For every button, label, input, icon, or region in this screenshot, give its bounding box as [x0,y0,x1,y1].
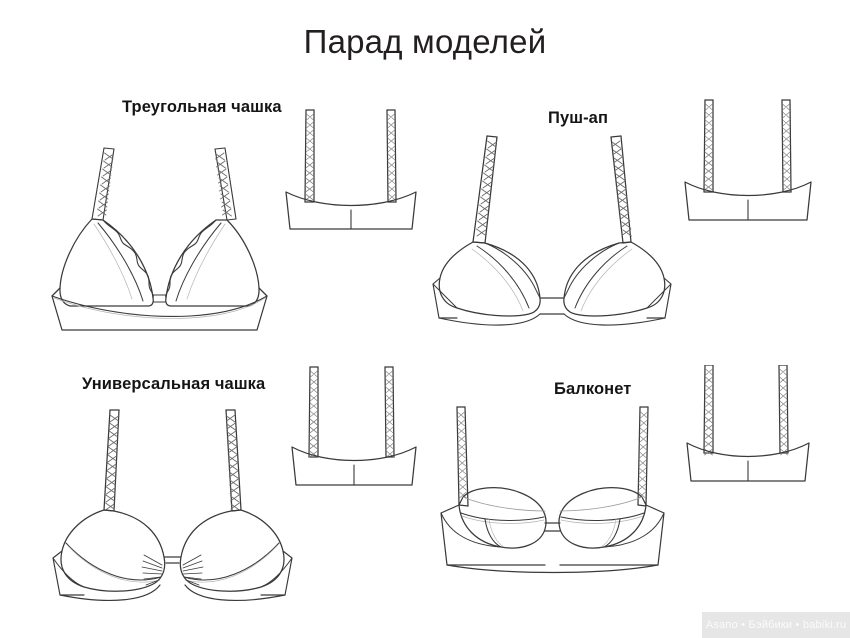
strap-right-triangle [214,147,237,221]
illustration-triangle-cup [51,109,417,331]
model-label-triangle-cup: Треугольная чашка [122,98,282,116]
center-gore-universal [163,556,182,564]
mid-seam-right-balconette [560,512,645,522]
back-strap-right-pushup [781,99,792,193]
back-strap-right-triangle [386,109,397,203]
back-band-pushup [684,181,812,221]
strap-left-pushup [472,135,498,244]
model-panel-push-up: Пуш-ап [425,92,825,342]
mid-seam-left-balconette [460,512,545,522]
back-strap-right-balconette [778,365,789,456]
model-panel-universal-cup: Универсальная чашка [40,365,430,615]
band-universal [59,584,286,602]
cup-left-universal [60,509,166,592]
center-gore-triangle [152,294,167,303]
scallop-left [102,219,154,299]
illustration-balconette [440,365,810,574]
wing-right-pushup [646,277,672,319]
strap-left-triangle [91,147,115,221]
model-panel-balconette: Балконет [425,365,835,615]
illustration-push-up [432,99,812,326]
back-band-triangle [285,191,417,230]
back-strap-left-balconette [703,365,714,456]
model-label-universal-cup: Универсальная чашка [82,375,266,393]
watermark: Asano • Бэйбики • babiki.ru [702,612,850,638]
model-panel-triangle-cup: Треугольная чашка [40,92,420,342]
band-triangle [51,287,268,331]
gather-lines-right [182,554,204,586]
back-strap-left-universal [308,366,319,458]
strap-left-universal [103,409,120,512]
center-gore-pushup [539,297,565,315]
back-strap-left-triangle [304,109,315,203]
model-label-balconette: Балконет [554,380,632,398]
scallop-right [165,219,217,299]
wing-left-balconette [440,504,546,566]
strap-right-universal [225,409,242,512]
band-balconette [446,564,659,574]
back-strap-left-pushup [703,99,714,193]
center-gore-balconette [544,522,561,532]
gather-lines-left [141,554,163,586]
page-title: Парад моделей [303,23,547,60]
strap-right-balconette [637,406,649,507]
back-strap-right-universal [384,366,395,458]
cup-right-universal [179,509,285,592]
wing-right-universal [260,550,293,596]
back-band-balconette [686,442,810,482]
cup-left-balconette [458,487,547,549]
wing-left-pushup [432,277,458,319]
cup-right-triangle [165,219,260,307]
illustration-universal-cup [52,366,417,602]
cup-right-balconette [558,487,647,549]
back-band-universal [291,446,417,486]
cup-left-triangle [59,218,154,307]
model-label-push-up: Пуш-ап [548,109,609,127]
strap-right-pushup [610,135,632,244]
wing-left-universal [52,550,85,596]
wing-right-balconette [559,504,665,566]
strap-left-balconette [456,406,469,507]
